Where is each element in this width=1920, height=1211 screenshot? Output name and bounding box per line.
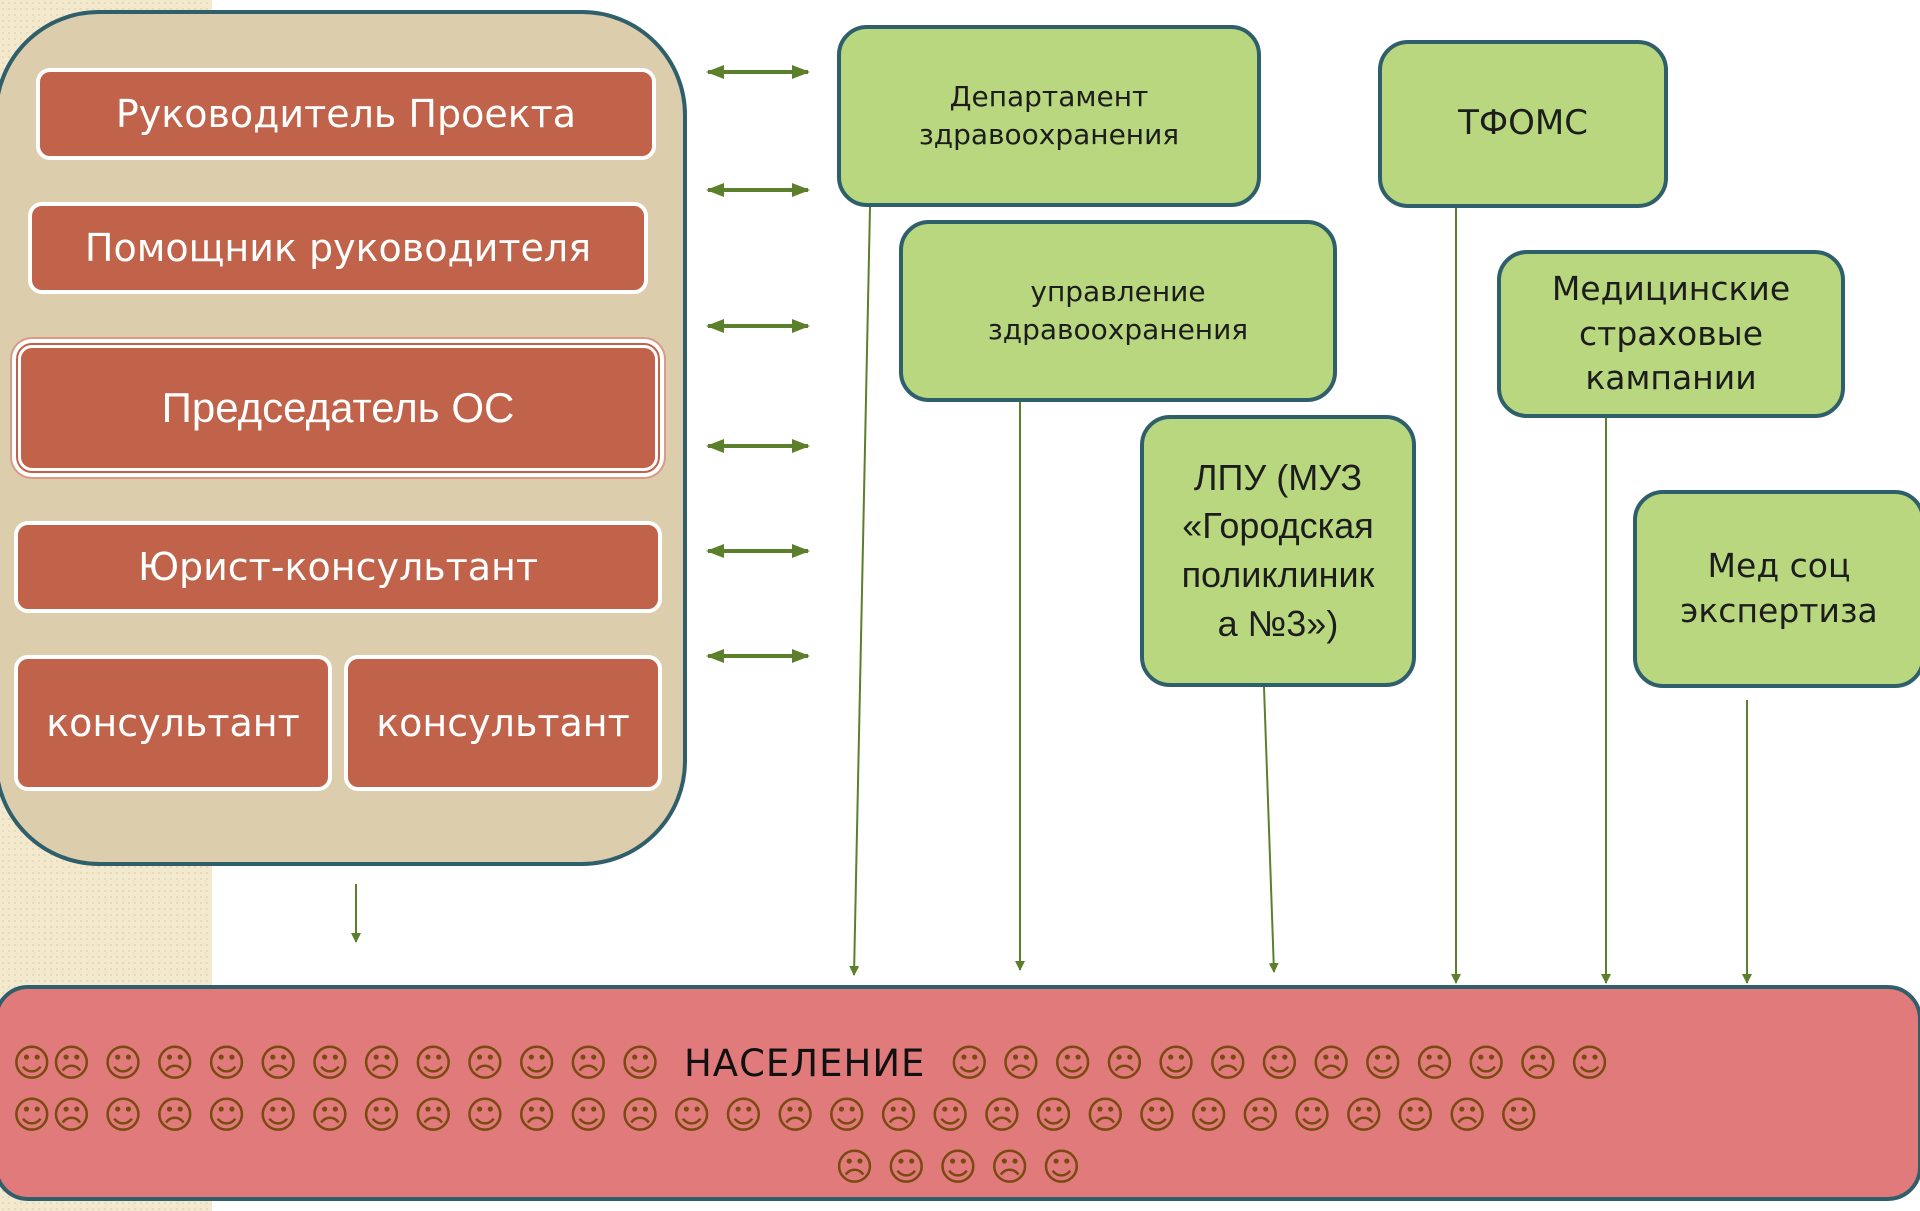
- insurance-companies-line-3: кампании: [1585, 358, 1757, 398]
- tfoms-box: ТФОМС: [1378, 40, 1668, 208]
- health-administration-box: управление здравоохранения: [899, 220, 1337, 402]
- assistant-box: Помощник руководителя: [28, 202, 648, 294]
- population-line-3: ☹ ☺ ☺ ☹ ☺: [0, 1145, 1918, 1189]
- consultant-right-label: консультант: [376, 701, 630, 745]
- health-department-line-2: здравоохранения: [918, 118, 1180, 151]
- lawyer-box: Юрист-консультант: [14, 521, 662, 613]
- project-head-label: Руководитель Проекта: [115, 92, 577, 136]
- population-faces-1-right: ☺ ☹ ☺ ☹ ☺ ☹ ☺ ☹ ☺ ☹ ☺ ☹ ☺: [949, 1041, 1610, 1085]
- health-department-down-arrow: [849, 206, 871, 976]
- med-soc-expertise-box: Мед соц экспертиза: [1633, 490, 1920, 688]
- tfoms-label: ТФОМС: [1458, 103, 1588, 144]
- lpu-line-2: «Городская: [1182, 505, 1374, 547]
- population-line-2: ☺☹ ☺ ☹ ☺ ☺ ☹ ☺ ☹ ☺ ☹ ☺ ☹ ☺ ☺ ☹ ☺ ☹ ☺ ☹ ☺…: [12, 1093, 1920, 1137]
- consultant-left-box: консультант: [14, 655, 332, 791]
- health-department-box: Департамент здравоохранения: [837, 25, 1261, 207]
- med-soc-expertise-line-2: экспертиза: [1680, 591, 1878, 630]
- population-faces-2: ☺☹ ☺ ☹ ☺ ☺ ☹ ☺ ☹ ☺ ☹ ☺ ☹ ☺ ☺ ☹ ☺ ☹ ☺ ☹ ☺…: [12, 1093, 1539, 1137]
- assistant-label: Помощник руководителя: [84, 226, 592, 270]
- project-head-box: Руководитель Проекта: [36, 68, 656, 160]
- consultant-left-label: консультант: [46, 701, 300, 745]
- health-administration-line-1: управление: [1030, 275, 1206, 309]
- lpu-line-3: поликлиник: [1181, 554, 1375, 595]
- population-label: НАСЕЛЕНИЕ: [683, 1042, 926, 1085]
- health-department-line-1: Департамент: [949, 80, 1149, 114]
- lpu-line-4: а №3»): [1217, 602, 1339, 644]
- insurance-companies-line-2: страховые: [1578, 313, 1764, 353]
- population-faces-1-left: ☺☹ ☺ ☹ ☺ ☹ ☺ ☹ ☺ ☹ ☺ ☹ ☺: [12, 1041, 660, 1085]
- lawyer-label: Юрист-консультант: [137, 545, 539, 589]
- population-box: ☺☹ ☺ ☹ ☺ ☹ ☺ ☹ ☺ ☹ ☺ ☹ ☺ НАСЕЛЕНИЕ ☺ ☹ ☺…: [0, 985, 1920, 1201]
- insurance-companies-box: Медицинские страховые кампании: [1497, 250, 1845, 418]
- lpu-box: ЛПУ (МУЗ «Городская поликлиник а №3»): [1140, 415, 1416, 687]
- consultant-right-box: консультант: [344, 655, 662, 791]
- med-soc-expertise-line-1: Мед соц: [1707, 546, 1851, 586]
- health-administration-line-2: здравоохранения: [987, 313, 1249, 346]
- chairman-label: Председатель ОС: [161, 384, 515, 431]
- population-faces-3: ☹ ☺ ☺ ☹ ☺: [834, 1145, 1082, 1189]
- lpu-down-arrow: [1263, 686, 1279, 973]
- population-line-1: ☺☹ ☺ ☹ ☺ ☹ ☺ ☹ ☺ ☹ ☺ ☹ ☺ НАСЕЛЕНИЕ ☺ ☹ ☺…: [12, 1041, 1920, 1086]
- lpu-line-1: ЛПУ (МУЗ: [1193, 456, 1363, 498]
- chairman-box: Председатель ОС: [16, 343, 660, 473]
- insurance-companies-line-1: Медицинские: [1551, 269, 1791, 309]
